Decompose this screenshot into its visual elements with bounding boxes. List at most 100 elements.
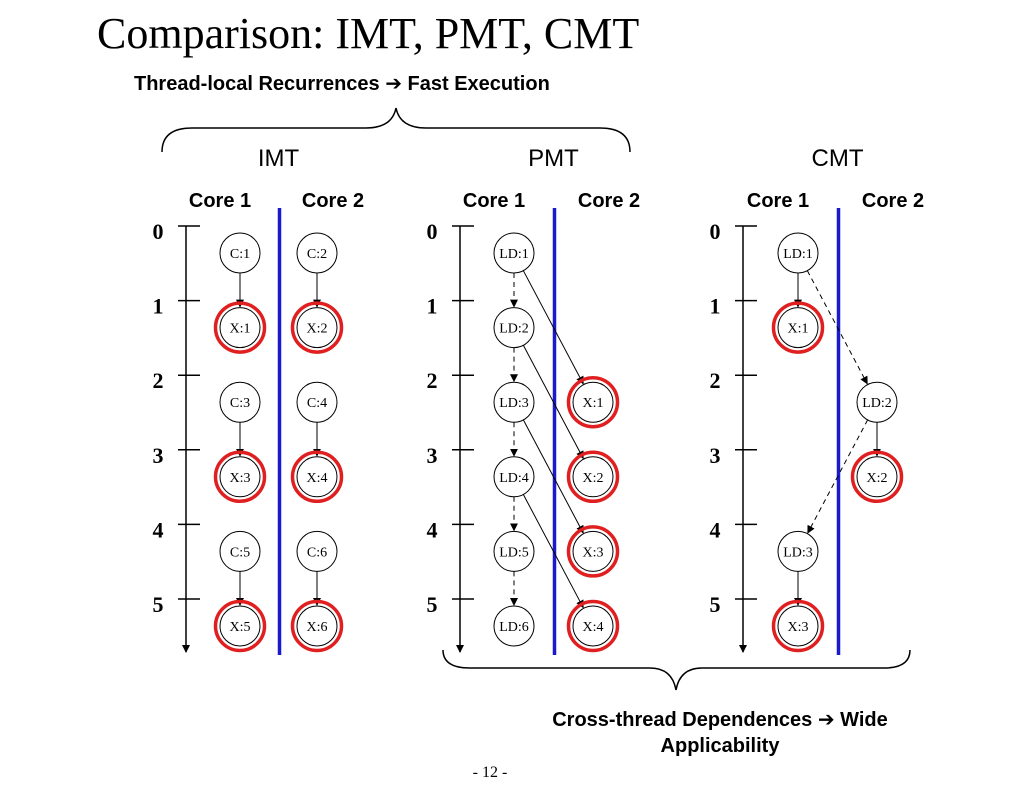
caption-line-1: Cross-thread Dependences ➔ Wide	[552, 709, 888, 731]
node-label: LD:4	[499, 471, 529, 486]
node-label: LD:3	[499, 396, 529, 411]
node-label: X:1	[583, 396, 604, 411]
node-x-6: X:6	[290, 599, 344, 653]
node-ld-4: LD:4	[493, 456, 535, 498]
node-circle	[572, 605, 614, 647]
panel-title: CMT	[812, 145, 864, 172]
node-circle	[493, 307, 535, 349]
node-label: X:3	[583, 545, 604, 560]
node-label: X:2	[583, 471, 604, 486]
core-2-label: Core 2	[302, 190, 364, 212]
node-x-4: X:4	[566, 599, 620, 653]
axis-tick-label: 1	[153, 294, 164, 319]
node-x-1: X:1	[566, 375, 620, 429]
node-label: X:3	[788, 620, 809, 635]
node-c-1: C:1	[219, 232, 261, 274]
node-label: LD:2	[862, 396, 892, 411]
node-label: LD:5	[499, 545, 529, 560]
bottom-brace-label: Cross-thread Dependences ➔ Wide Applicab…	[500, 707, 940, 759]
node-circle	[296, 232, 338, 274]
node-label: LD:1	[499, 247, 529, 262]
node-label: LD:3	[783, 545, 813, 560]
highlight-ring	[850, 450, 904, 504]
highlight-ring	[213, 301, 267, 354]
node-circle	[219, 530, 261, 572]
node-label: LD:6	[499, 620, 529, 635]
node-x-4: X:4	[290, 450, 344, 504]
node-circle	[777, 605, 819, 647]
node-c-4: C:4	[296, 381, 338, 423]
highlight-ring	[290, 301, 344, 354]
node-circle	[777, 232, 819, 274]
node-label: X:4	[583, 620, 604, 635]
highlight-ring	[213, 599, 267, 653]
axis-tick-label: 2	[153, 368, 164, 393]
node-ld-3: LD:3	[777, 530, 819, 572]
core-1-label: Core 1	[189, 190, 251, 212]
node-label: LD:2	[499, 322, 529, 337]
node-label: X:6	[307, 620, 328, 635]
highlight-ring	[771, 301, 825, 354]
node-label: X:3	[230, 471, 251, 486]
node-x-3: X:3	[566, 525, 620, 578]
node-circle	[572, 530, 614, 572]
node-circle	[777, 530, 819, 572]
core-1-label: Core 1	[747, 190, 809, 212]
axis-tick-label: 5	[153, 592, 164, 617]
node-x-1: X:1	[213, 301, 267, 354]
highlight-ring	[566, 525, 620, 578]
highlight-ring	[290, 450, 344, 504]
axis-tick-label: 5	[710, 592, 721, 617]
axis-tick-label: 2	[710, 368, 721, 393]
node-circle	[856, 381, 898, 423]
node-ld-2: LD:2	[493, 307, 535, 349]
axis-tick-label: 3	[153, 443, 164, 468]
node-x-3: X:3	[213, 450, 267, 504]
node-ld-2: LD:2	[856, 381, 898, 423]
panel-title: PMT	[528, 145, 579, 172]
axis-tick-label: 5	[427, 592, 438, 617]
node-label: X:1	[230, 322, 251, 337]
node-x-3: X:3	[771, 599, 825, 653]
node-x-1: X:1	[771, 301, 825, 354]
node-circle	[219, 605, 261, 647]
node-circle	[493, 232, 535, 274]
axis-tick-label: 3	[427, 443, 438, 468]
node-circle	[219, 232, 261, 274]
node-label: LD:1	[783, 247, 813, 262]
highlight-ring	[290, 599, 344, 653]
node-ld-6: LD:6	[493, 605, 535, 647]
node-circle	[296, 381, 338, 423]
node-circle	[493, 381, 535, 423]
top-brace-label: Thread-local Recurrences ➔ Fast Executio…	[134, 73, 550, 95]
node-circle	[572, 456, 614, 498]
node-circle	[296, 530, 338, 572]
axis-tick-label: 4	[153, 517, 164, 542]
edge-solid	[522, 270, 584, 385]
node-circle	[219, 307, 261, 349]
node-circle	[856, 456, 898, 498]
axis-tick-label: 4	[710, 517, 721, 542]
node-circle	[296, 456, 338, 498]
highlight-ring	[771, 599, 825, 653]
axis-tick-label: 1	[710, 294, 721, 319]
node-label: C:6	[307, 545, 327, 560]
axis-tick-label: 1	[427, 294, 438, 319]
node-label: X:4	[307, 471, 328, 486]
node-label: C:2	[307, 247, 327, 262]
node-circle	[296, 307, 338, 349]
node-label: C:1	[230, 247, 250, 262]
axis-tick-label: 0	[153, 219, 164, 244]
node-x-2: X:2	[290, 301, 344, 354]
node-ld-3: LD:3	[493, 381, 535, 423]
node-circle	[493, 605, 535, 647]
highlight-ring	[566, 375, 620, 429]
highlight-ring	[566, 450, 620, 504]
node-x-2: X:2	[566, 450, 620, 504]
node-circle	[296, 605, 338, 647]
node-label: C:3	[230, 396, 250, 411]
